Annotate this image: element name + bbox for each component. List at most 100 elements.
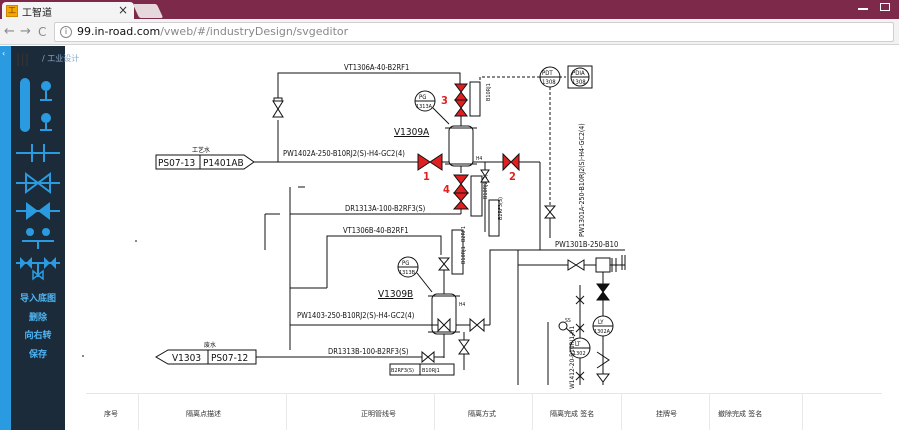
svg-text:B10RJ1: B10RJ1 xyxy=(422,368,440,374)
col-separator xyxy=(802,394,803,430)
svg-text:1313B: 1313B xyxy=(399,270,416,276)
col-header-index: 序号 xyxy=(104,410,118,418)
line-label-dr1313b: DR1313B-100-B2RF3(S) xyxy=(328,347,409,356)
isolation-valve-2[interactable] xyxy=(502,152,512,172)
svg-text:B10RJ2(S): B10RJ2(S) xyxy=(483,174,489,199)
marker-1: 1 xyxy=(423,170,430,183)
flange-tool-icon[interactable] xyxy=(14,142,62,164)
vessel-v1309a xyxy=(448,125,474,167)
line-label-pw1403: PW1403-250-B10RJ2(S)-H4-GC2(4) xyxy=(297,311,415,320)
line-label-dr1313a: DR1313A-100-B2RF3(S) xyxy=(345,204,426,213)
col-separator xyxy=(621,394,622,430)
line-label-pw1301a: PW1301A-250-B10RJ2(S)-H4-GC2(4) xyxy=(578,123,586,237)
tab-close-button[interactable]: × xyxy=(118,3,129,17)
isolation-valve-1[interactable] xyxy=(417,153,431,171)
forward-button[interactable]: → xyxy=(20,24,31,39)
browser-toolbar: ← → C i 99.in-road.com/vweb/#/industryDe… xyxy=(0,19,899,45)
isolation-valve-3a[interactable] xyxy=(454,83,468,93)
url-host: 99.in-road.com xyxy=(77,25,161,38)
svg-text:1308: 1308 xyxy=(542,79,556,86)
col-header-line-number: 正明管线号 xyxy=(361,410,396,418)
isolation-valve-4a[interactable] xyxy=(452,174,470,185)
browser-tab[interactable]: 工 工智道 × xyxy=(2,2,134,19)
svg-text:1313A: 1313A xyxy=(416,104,433,110)
maximize-icon[interactable] xyxy=(880,3,890,11)
import-background-button[interactable]: 导入底图 xyxy=(19,294,56,304)
svg-text:B2RF3(S): B2RF3(S) xyxy=(391,368,414,374)
vessel-label-v1309a: V1309A xyxy=(394,127,430,138)
address-bar[interactable]: i 99.in-road.com/vweb/#/industryDesign/s… xyxy=(54,22,894,42)
marker-4: 4 xyxy=(443,183,450,196)
col-separator xyxy=(709,394,710,430)
svg-text:LY: LY xyxy=(598,319,604,326)
inlet-arrow-left: PS07-13 xyxy=(158,158,195,169)
line-label-vt1306a: VT1306A-40-B2RF1 xyxy=(344,63,409,72)
line-label-vt1306b: VT1306B-40-B2RF1 xyxy=(343,226,409,235)
isolation-valve-3b[interactable] xyxy=(454,99,468,109)
svg-text:PG: PG xyxy=(402,260,409,267)
vessel-v1309b xyxy=(431,293,457,335)
line-label-pw1301b: PW1301B-250-B10 xyxy=(555,240,618,249)
col-header-isolation-signoff: 隔离完成 签名 xyxy=(550,410,595,418)
instrument-tool-icon[interactable] xyxy=(14,225,62,251)
back-button[interactable]: ← xyxy=(4,24,15,39)
svg-text:B10RJ1: B10RJ1 xyxy=(461,246,467,264)
col-header-isolation-method: 隔离方式 xyxy=(468,410,496,418)
minimize-icon[interactable] xyxy=(858,8,868,10)
info-icon[interactable]: i xyxy=(60,26,72,38)
outlet-arrow-right: PS07-12 xyxy=(211,353,248,364)
col-separator xyxy=(434,394,435,430)
svg-text:B2RF3(S): B2RF3(S) xyxy=(498,197,504,220)
inlet-arrow xyxy=(155,154,255,170)
outlet-arrow-left: V1303 xyxy=(172,353,201,364)
isolation-valve-4b[interactable] xyxy=(452,192,470,202)
svg-text:1302A: 1302A xyxy=(594,329,611,335)
favicon-icon: 工 xyxy=(6,5,18,17)
save-button[interactable]: 保存 xyxy=(28,350,47,360)
url-text: 99.in-road.com/vweb/#/industryDesign/svg… xyxy=(77,25,348,38)
svg-text:PDIA: PDIA xyxy=(572,70,585,77)
menu-toggle-icon[interactable]: ||| xyxy=(16,52,30,66)
isolation-table-header: 序号 隔离点描述 正明管线号 隔离方式 隔离完成 签名 挂牌号 撤除完成 签名 xyxy=(86,393,882,430)
svg-text:LT: LT xyxy=(575,341,581,348)
sidebar-accent-strip: ‹ xyxy=(0,46,11,430)
inlet-arrow-label: 工艺水 xyxy=(192,146,210,154)
svg-text:1308: 1308 xyxy=(572,79,586,86)
line-label-pw1402a: PW1402A-250-B10RJ2(S)-H4-GC2(4) xyxy=(283,149,405,158)
svg-text:B2RF1: B2RF1 xyxy=(461,226,467,242)
svg-text:H4: H4 xyxy=(476,156,482,162)
rotate-right-button[interactable]: 向右转 xyxy=(24,331,52,341)
vessel-label-v1309b: V1309B xyxy=(378,289,413,300)
vessel-tool-icon[interactable] xyxy=(14,74,62,136)
reload-button[interactable]: C xyxy=(38,25,47,39)
url-path: /vweb/#/industryDesign/svgeditor xyxy=(160,25,349,38)
outlet-arrow-label: 废水 xyxy=(204,341,216,349)
block-valve-tool-icon[interactable] xyxy=(14,200,62,222)
tab-title: 工智道 xyxy=(22,8,52,19)
instrument-ss xyxy=(558,321,568,331)
svg-text:B10RJ1: B10RJ1 xyxy=(486,83,492,101)
manifold-valve-tool-icon[interactable] xyxy=(14,255,62,281)
svg-text:SS: SS xyxy=(565,318,571,324)
svg-text:1302: 1302 xyxy=(573,351,586,357)
marker-2: 2 xyxy=(509,170,516,183)
col-header-description: 隔离点描述 xyxy=(186,410,221,418)
gate-valve-tool-icon[interactable] xyxy=(14,172,62,194)
marker-3: 3 xyxy=(441,94,448,107)
new-tab-button[interactable] xyxy=(132,4,164,18)
col-separator xyxy=(286,394,287,430)
col-header-tag-number: 挂牌号 xyxy=(656,410,677,418)
svg-text:PDT: PDT xyxy=(542,70,553,77)
breadcrumb[interactable]: / 工业设计 xyxy=(42,54,80,63)
browser-tabstrip: 工 工智道 × xyxy=(0,0,899,19)
inlet-arrow-right: P1401AB xyxy=(203,158,244,169)
col-separator xyxy=(532,394,533,430)
outlet-arrow xyxy=(155,349,257,365)
collapse-icon[interactable]: ‹ xyxy=(2,49,6,58)
svg-text:H4: H4 xyxy=(459,302,465,308)
pid-diagram-canvas[interactable]: 工艺水 PS07-13 P1401AB 废水 V1303 PS07-12 PW1… xyxy=(72,46,892,391)
col-header-removal-signoff: 撤除完成 签名 xyxy=(718,410,763,418)
delete-button[interactable]: 删除 xyxy=(28,313,47,323)
line-label-w1412: W1412-20-B10RJ1-H1 xyxy=(568,325,576,389)
col-separator xyxy=(138,394,139,430)
